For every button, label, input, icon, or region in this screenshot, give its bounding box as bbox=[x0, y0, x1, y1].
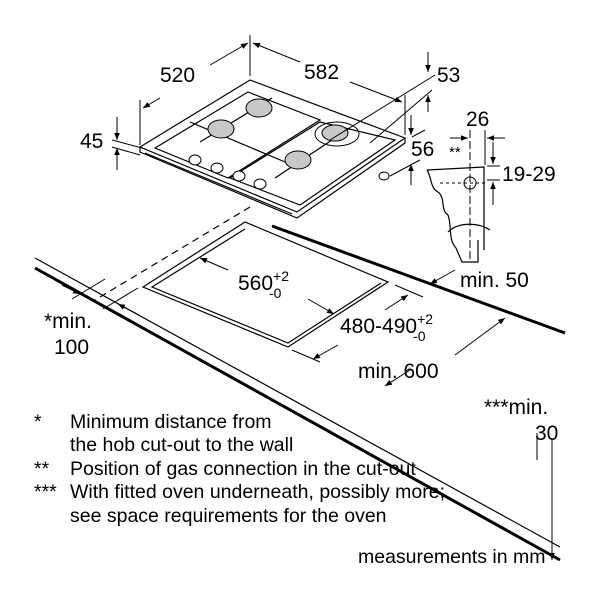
dim-min-wall-2: 100 bbox=[54, 336, 89, 359]
dim-gas-x: 26 bbox=[466, 108, 489, 131]
legend-marker: * bbox=[34, 411, 42, 433]
legend-marker: *** bbox=[34, 481, 57, 503]
gas-connection-detail bbox=[426, 130, 505, 263]
burner bbox=[245, 98, 273, 118]
dim-side-offset: 56 bbox=[411, 138, 434, 161]
dim-hob-width: 582 bbox=[304, 61, 339, 84]
legend: * Minimum distance from the hob cut-out … bbox=[34, 411, 445, 527]
dim-rear-offset: 53 bbox=[437, 64, 460, 87]
dim-cutout-depth: 480-490+2-0 bbox=[340, 311, 433, 344]
gas-connection-marker: ** bbox=[449, 144, 461, 161]
burner bbox=[284, 150, 312, 170]
dim-min-front-2: 30 bbox=[535, 422, 558, 445]
burner bbox=[321, 124, 349, 142]
dim-hob-depth: 520 bbox=[160, 64, 195, 87]
burner bbox=[207, 119, 235, 139]
legend-marker: ** bbox=[34, 458, 50, 480]
dim-min-rear: min. 50 bbox=[460, 269, 529, 292]
legend-text: Minimum distance from bbox=[70, 411, 272, 433]
dim-gas-y: 19-29 bbox=[502, 163, 556, 186]
dim-cutout-width: 560+2-0 bbox=[238, 268, 289, 301]
dim-min-wall-1: *min. bbox=[44, 310, 92, 333]
control-knobs bbox=[188, 154, 390, 190]
units-note: measurements in mm bbox=[358, 546, 545, 568]
legend-text: Position of gas connection in the cut-ou… bbox=[70, 458, 416, 480]
hob-drawing bbox=[138, 79, 407, 219]
legend-text: see space requirements for the oven bbox=[70, 505, 387, 527]
legend-text: With fitted oven underneath, possibly mo… bbox=[70, 481, 445, 503]
hob-dimension-lines bbox=[111, 35, 436, 185]
dim-min-front-1: ***min. bbox=[484, 396, 548, 419]
dim-min-worktop: min. 600 bbox=[358, 360, 439, 383]
dim-hob-height: 45 bbox=[80, 130, 103, 153]
burner bbox=[314, 121, 360, 147]
burners bbox=[207, 98, 360, 170]
worktop-drawing bbox=[34, 206, 566, 562]
legend-text: the hob cut-out to the wall bbox=[70, 434, 293, 456]
